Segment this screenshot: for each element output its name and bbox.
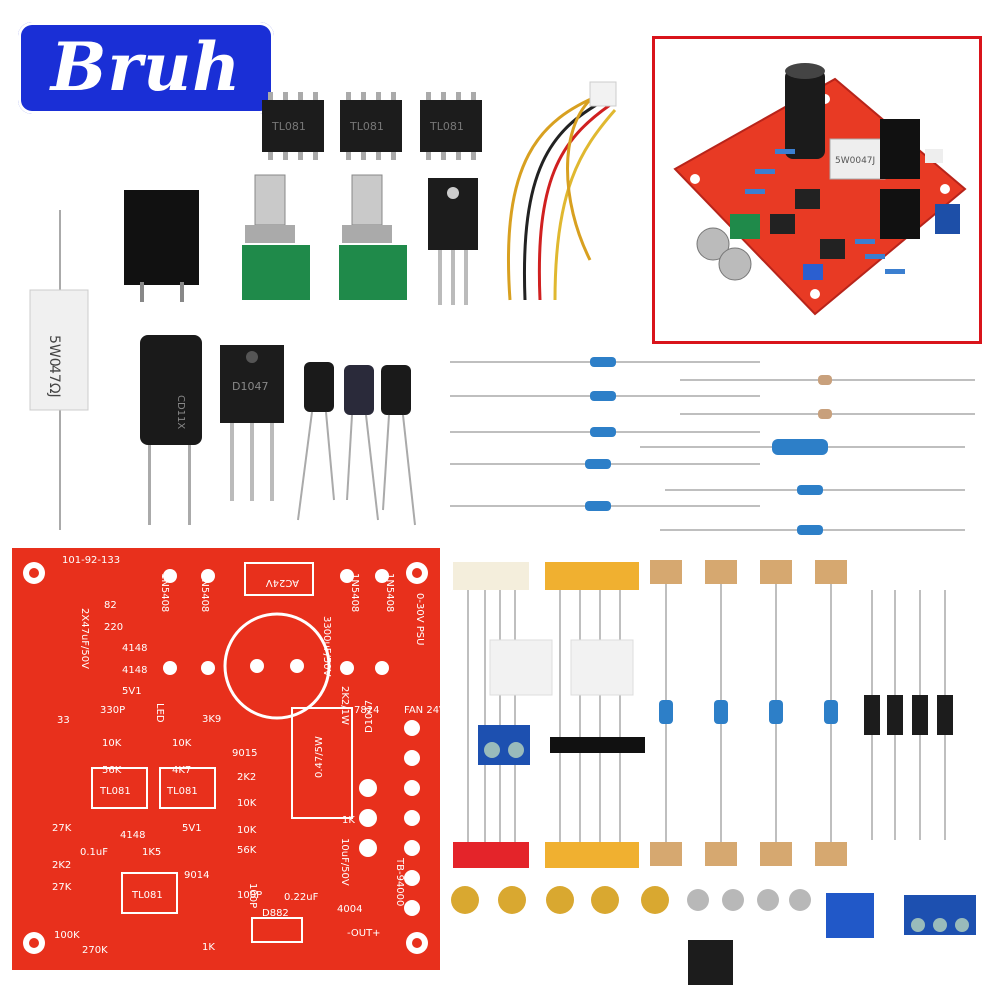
- potentiometer: [242, 174, 407, 300]
- pcb-label: FAN 24V: [404, 705, 446, 716]
- pcb-label: 100P: [247, 883, 258, 908]
- pcb-label: 1N5408: [384, 573, 395, 612]
- pcb-label: -OUT+: [347, 928, 381, 939]
- pcb-label: 5V1: [122, 686, 142, 697]
- pcb-board: 101-92-133 82 220 4148 4148 5V1 330P 33 …: [12, 548, 446, 970]
- pcb-label: 27K: [52, 823, 72, 834]
- pcb-label: 4004: [337, 904, 362, 915]
- pcb-model: 101-92-133: [62, 555, 120, 566]
- pcb-label: 27K: [52, 882, 72, 893]
- bruh-badge: Bruh: [18, 22, 274, 114]
- pcb-label: 100P: [237, 890, 262, 901]
- pcb-label: 7824: [354, 705, 379, 716]
- ic-chip: TL081 TL081 TL081: [262, 92, 482, 160]
- pcb-label: 1N5408: [349, 573, 360, 612]
- pcb-label: 9015: [232, 748, 257, 759]
- transistor-label: D1047: [232, 380, 268, 393]
- ic-label: TL081: [271, 120, 306, 133]
- ic-label: TL081: [429, 120, 464, 133]
- pcb-label: 220: [104, 622, 123, 633]
- pcb-label: 0.47/5W: [314, 736, 325, 778]
- ic-label: TL081: [349, 120, 384, 133]
- pcb-label: 1K: [342, 815, 355, 826]
- pcb-label: 10K: [237, 798, 257, 809]
- pcb-label: AC24V: [266, 577, 299, 588]
- pcb-label: 2K2: [52, 860, 71, 871]
- pcb-label: 10K: [102, 738, 122, 749]
- pcb-label: 3300uF/50V: [321, 616, 332, 677]
- capacitor-label: CD11X: [175, 395, 186, 429]
- pcb-label: 33: [57, 715, 70, 726]
- wire-harness: [506, 93, 617, 301]
- pcb-label: D882: [262, 908, 289, 919]
- pcb-label: 4K7: [172, 765, 191, 776]
- pcb-label: TB-94000: [394, 857, 405, 906]
- pcb-label: 9014: [184, 870, 209, 881]
- pcb-label: TL081: [131, 890, 163, 901]
- power-resistor-label: 5W0: [46, 335, 62, 367]
- pcb-label: 0-30V PSU: [414, 593, 425, 645]
- pcb-label: 100K: [54, 930, 80, 941]
- pcb-label: 4148: [122, 665, 147, 676]
- pcb-label: TL081: [166, 786, 198, 797]
- pcb-label: 2X47uF/50V: [79, 608, 90, 669]
- pcb-label: 1K5: [142, 847, 161, 858]
- pcb-label: 2K2/1W: [339, 686, 350, 725]
- pcb-label: 270K: [82, 945, 108, 956]
- pcb-label: 1N5408: [199, 573, 210, 612]
- pcb-label: 1K: [202, 942, 215, 953]
- pcb-label: 1N5408: [159, 573, 170, 612]
- pcb-label: LED: [154, 703, 165, 723]
- power-resistor-value: 47ΩJ: [46, 365, 62, 398]
- pcb-label: 4148: [120, 830, 145, 841]
- pcb-label: 5V1: [182, 823, 202, 834]
- pcb-label: 330P: [100, 705, 125, 716]
- pcb-label: 0.22uF: [284, 892, 319, 903]
- pcb-label: TL081: [99, 786, 131, 797]
- badge-text: Bruh: [50, 28, 242, 106]
- pcb-label: 56K: [102, 765, 122, 776]
- pcb-label: 3K9: [202, 714, 221, 725]
- pcb-label: 4148: [122, 643, 147, 654]
- assembled-board-inset: 5W0047J: [652, 36, 982, 344]
- inset-board-label: 5W0047J: [835, 156, 875, 166]
- pcb-label: 10K: [172, 738, 192, 749]
- pcb-label: 56K: [237, 845, 257, 856]
- pcb-label: D1047: [364, 700, 375, 733]
- assembled-board-image: 5W0047J: [673, 63, 967, 316]
- resistor-row: [450, 361, 975, 531]
- pcb-label: 10K: [237, 825, 257, 836]
- pcb-label: 0.1uF: [80, 847, 108, 858]
- pcb-label: 82: [104, 600, 117, 611]
- pcb-label: 10uF/50V: [339, 838, 350, 886]
- pcb-label: 2K2: [237, 772, 256, 783]
